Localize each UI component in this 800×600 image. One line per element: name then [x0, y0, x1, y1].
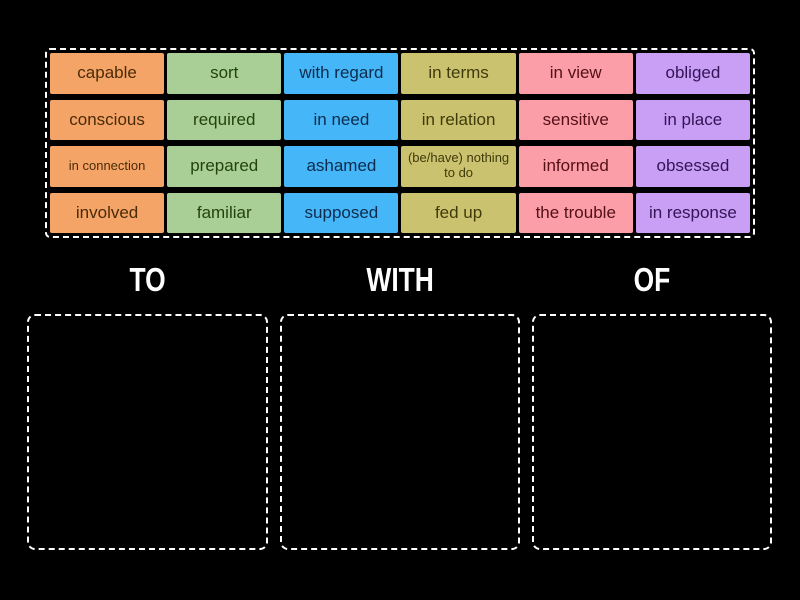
word-tile[interactable]: supposed	[284, 192, 399, 233]
word-tile[interactable]: obsessed	[635, 146, 750, 187]
word-tile[interactable]: involved	[50, 192, 165, 233]
word-tile[interactable]: in place	[635, 99, 750, 140]
tile-pool: capable sort with regard in terms in vie…	[45, 48, 755, 238]
word-tile[interactable]: conscious	[50, 99, 165, 140]
word-tile[interactable]: familiar	[167, 192, 282, 233]
drop-zone-to[interactable]	[27, 314, 268, 550]
word-tile[interactable]: in terms	[401, 53, 516, 94]
word-tile[interactable]: sensitive	[518, 99, 633, 140]
word-tile[interactable]: in relation	[401, 99, 516, 140]
word-tile[interactable]: (be/have) nothing to do	[401, 146, 516, 187]
category-label-to: TO	[129, 261, 166, 298]
word-tile[interactable]: ashamed	[284, 146, 399, 187]
word-tile[interactable]: in connection	[50, 146, 165, 187]
word-tile[interactable]: in view	[518, 53, 633, 94]
category-label-with: WITH	[366, 261, 434, 298]
word-tile[interactable]: in response	[635, 192, 750, 233]
word-tile[interactable]: obliged	[635, 53, 750, 94]
word-tile[interactable]: with regard	[284, 53, 399, 94]
word-tile[interactable]: the trouble	[518, 192, 633, 233]
word-tile[interactable]: capable	[50, 53, 165, 94]
category-label-of: OF	[633, 261, 671, 298]
word-tile[interactable]: sort	[167, 53, 282, 94]
word-tile[interactable]: in need	[284, 99, 399, 140]
word-tile[interactable]: prepared	[167, 146, 282, 187]
word-tile[interactable]: fed up	[401, 192, 516, 233]
drop-zone-of[interactable]	[532, 314, 772, 550]
word-tile[interactable]: informed	[518, 146, 633, 187]
word-tile[interactable]: required	[167, 99, 282, 140]
drop-zone-with[interactable]	[280, 314, 520, 550]
